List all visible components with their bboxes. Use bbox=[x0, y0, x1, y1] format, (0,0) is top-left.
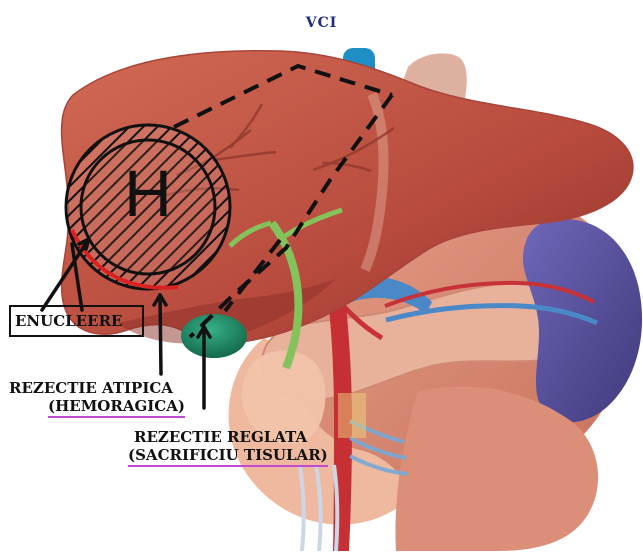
regulated-resection-note-text: (SACRIFICIU TISULAR) bbox=[128, 446, 328, 467]
enucleation-label: ENUCLEERE bbox=[9, 305, 144, 337]
vessel-dotted-area bbox=[338, 393, 366, 438]
atypical-resection-text: REZECTIE ATIPICA bbox=[9, 379, 173, 397]
atypical-resection-label: REZECTIE ATIPICA bbox=[9, 379, 173, 397]
spleen bbox=[523, 219, 642, 422]
enucleation-text: ENUCLEERE bbox=[15, 312, 122, 330]
regulated-resection-label: REZECTIE REGLATA bbox=[134, 428, 307, 446]
lesion-letter: H bbox=[110, 160, 186, 226]
atypical-resection-note: (HEMORAGICA) bbox=[48, 397, 185, 418]
regulated-resection-text: REZECTIE REGLATA bbox=[134, 428, 307, 446]
regulated-resection-note: (SACRIFICIU TISULAR) bbox=[128, 446, 328, 467]
atypical-arrow bbox=[160, 295, 161, 374]
atypical-resection-note-text: (HEMORAGICA) bbox=[48, 397, 185, 418]
